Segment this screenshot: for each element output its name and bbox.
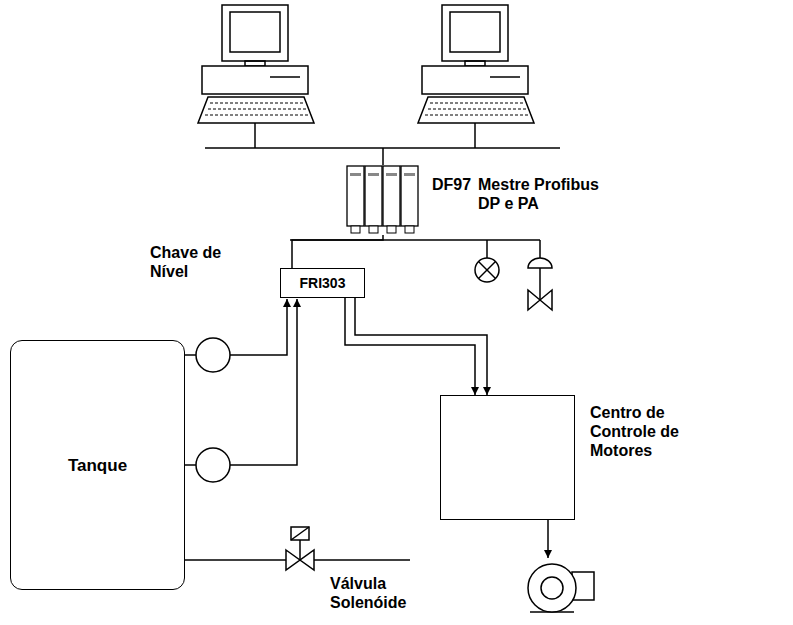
signal-connector (355, 298, 487, 395)
control-valve-symbol (528, 258, 552, 310)
fieldbus-interface-box: FRI303 (280, 268, 365, 298)
computer-icon (198, 5, 314, 148)
motor-control-center: Centro de Controle de Motores (440, 395, 740, 520)
node-title: Tanque (68, 456, 127, 475)
solenoid-valve-symbol (286, 527, 314, 570)
profibus-master: DF97Mestre Profibus DP e PA (345, 165, 590, 235)
level-switch (196, 448, 230, 482)
motor-symbol (528, 564, 594, 612)
lamp-symbol (475, 258, 499, 282)
ccm-outline (440, 395, 575, 520)
tank: Tanque (10, 340, 185, 590)
part-label: Chave de Nível (150, 243, 240, 281)
device-tag: DF97 (432, 175, 471, 194)
signal-connector (345, 298, 475, 395)
part-label: Válvula Solenóide (330, 574, 430, 612)
signal-connector (292, 235, 383, 268)
computer-icon (418, 5, 534, 148)
node-title: Centro de Controle de Motores (590, 403, 700, 460)
node-title: FRI303 (300, 274, 346, 293)
level-switch (196, 338, 230, 372)
device-title: Mestre Profibus DP e PA (478, 175, 618, 213)
rack-icon (345, 165, 421, 235)
